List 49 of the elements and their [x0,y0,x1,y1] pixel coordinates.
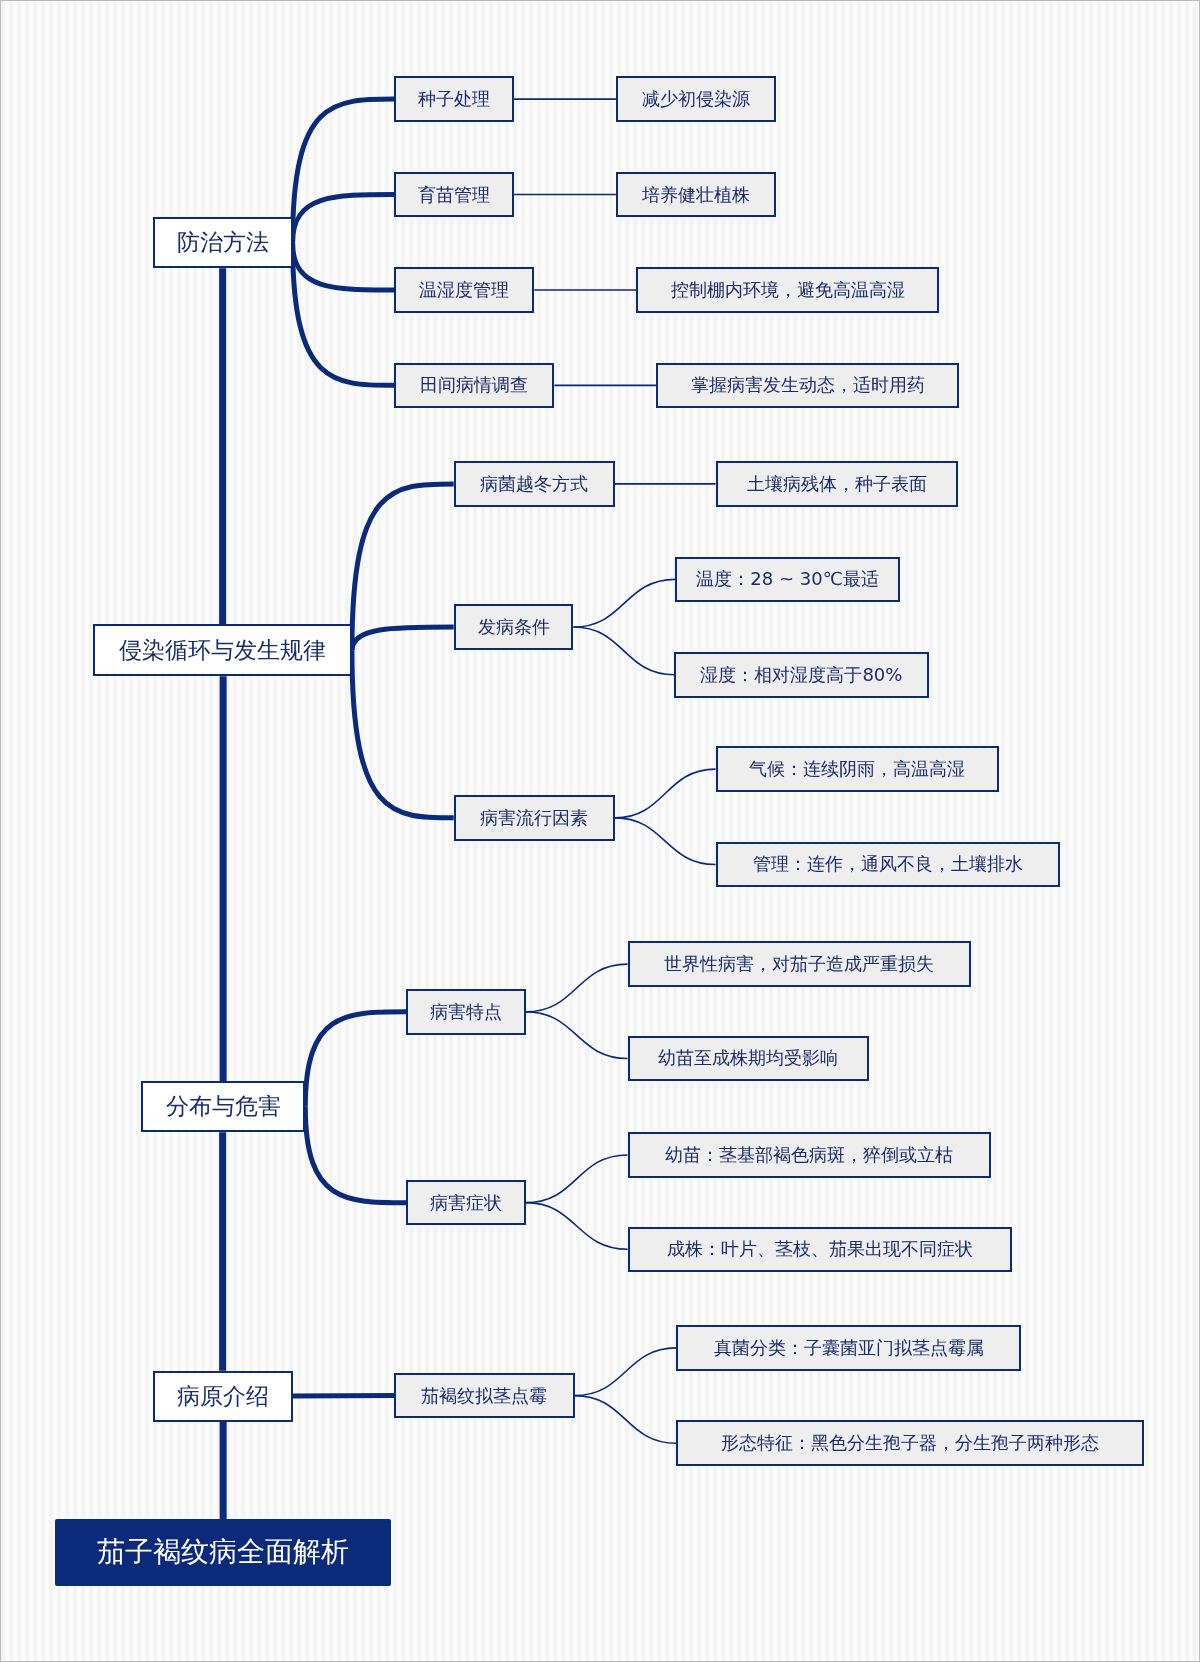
topic-box: 真菌分类：子囊菌亚门拟茎点霉属 [676,1325,1021,1371]
topic-box: 湿度：相对湿度高于80% [674,651,929,698]
topic-box: 病菌越冬方式 [453,461,615,507]
connector-line [219,268,227,625]
topic-box: 形态特征：黑色分生孢子器，分生孢子两种形态 [676,1420,1144,1467]
branch-box: 分布与危害 [141,1081,306,1133]
connector-line [513,98,617,100]
topic-box: 病害特点 [406,989,526,1035]
connector-line [614,817,717,866]
topic-box: 病害流行因素 [453,795,615,841]
connector-line [525,1011,629,1060]
topic-box: 温湿度管理 [394,267,535,313]
connector-line [525,1201,629,1251]
topic-box: 幼苗至成株期均受影响 [627,1035,870,1082]
topic-box: 培养健壮植株 [615,171,776,218]
topic-box: 田间病情调查 [394,362,555,409]
topic-box: 种子处理 [394,76,515,122]
topic-box: 管理：连作，通风不良，土壤排水 [715,841,1061,888]
topic-box: 发病条件 [453,604,574,650]
topic-box: 控制棚内环境，避免高温高湿 [636,267,940,313]
topic-box: 成株：叶片、茎枝、茄果出现不同症状 [627,1226,1013,1273]
connector-line [290,242,395,388]
connector-line [513,193,617,196]
connector-line [219,676,227,1082]
connector-line [349,650,454,821]
topic-box: 世界性病害，对茄子造成严重损失 [627,941,971,987]
connector-line [572,626,675,676]
topic-box: 病害症状 [406,1179,526,1226]
root-box: 茄子褐纹病全面解析 [55,1519,392,1586]
connector-line [219,1132,227,1371]
topic-box: 温度：28 ~ 30℃最适 [675,556,900,603]
topic-box: 土壤病残体，种子表面 [715,461,959,507]
branch-box: 防治方法 [152,217,293,269]
connector-line [292,1393,395,1399]
connector-line [553,384,657,387]
branch-box: 侵染循环与发生规律 [93,624,352,677]
topic-box: 幼苗：茎基部褐色病斑，猝倒或立枯 [627,1132,992,1178]
branch-box: 病原介绍 [152,1370,293,1422]
topic-box: 茄褐纹拟茎点霉 [394,1372,575,1419]
connector-line [302,1009,406,1107]
connector-line [219,1421,227,1520]
topic-box: 气候：连续阴雨，高温高湿 [715,746,999,792]
connector-line [614,483,717,485]
connector-line [573,1394,678,1445]
topic-box: 掌握病害发生动态，适时用药 [656,362,960,409]
topic-box: 育苗管理 [394,171,515,218]
connector-line [302,1106,406,1206]
topic-box: 减少初侵染源 [615,76,776,122]
connector-line [533,289,637,291]
